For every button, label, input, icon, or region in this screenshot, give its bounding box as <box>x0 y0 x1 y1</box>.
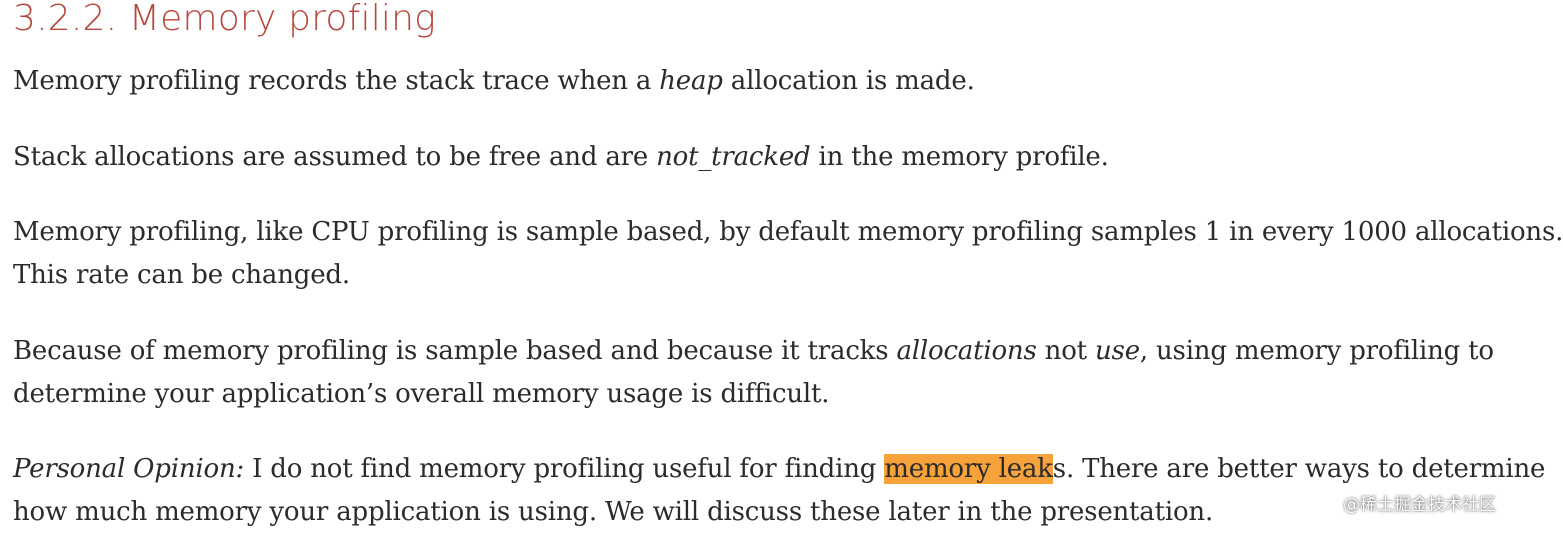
p5-text-a: I do not find memory profiling useful fo… <box>244 454 885 484</box>
paragraph-sample-rate: Memory profiling, like CPU profiling is … <box>13 211 1563 297</box>
section-title: 3.2.2. Memory profiling <box>13 0 436 39</box>
p4-emphasis-use: use <box>1095 336 1140 366</box>
paragraph-usage-difficulty: Because of memory profiling is sample ba… <box>13 330 1494 416</box>
p2-text-b: in the memory profile. <box>810 142 1109 172</box>
p3-line2: This rate can be changed. <box>13 260 350 290</box>
p5-line2: how much memory your application is usin… <box>13 497 1214 527</box>
p1-emphasis-heap: heap <box>659 66 723 96</box>
p1-text-a: Memory profiling records the stack trace… <box>13 66 660 96</box>
p4-text-b: not <box>1036 336 1095 366</box>
paragraph-heap-allocation: Memory profiling records the stack trace… <box>13 60 975 103</box>
p5-emphasis-personal-opinion: Personal Opinion: <box>13 454 245 484</box>
p2-text-a: Stack allocations are assumed to be free… <box>13 142 657 172</box>
search-highlight: memory leak <box>884 454 1053 484</box>
p4-text-c: , using memory profiling to <box>1139 336 1494 366</box>
paragraph-personal-opinion: Personal Opinion: I do not find memory p… <box>13 448 1545 534</box>
p1-text-b: allocation is made. <box>722 66 975 96</box>
p4-line2: determine your application’s overall mem… <box>13 379 830 409</box>
watermark: @稀土掘金技术社区 <box>1343 495 1496 515</box>
paragraph-stack-allocations: Stack allocations are assumed to be free… <box>13 136 1109 179</box>
p4-emphasis-allocations: allocations <box>896 336 1037 366</box>
p2-emphasis-not-tracked: not_tracked <box>656 142 811 172</box>
p3-line1: Memory profiling, like CPU profiling is … <box>13 217 1563 247</box>
p4-text-a: Because of memory profiling is sample ba… <box>13 336 897 366</box>
p5-text-b: s. There are better ways to determine <box>1052 454 1546 484</box>
